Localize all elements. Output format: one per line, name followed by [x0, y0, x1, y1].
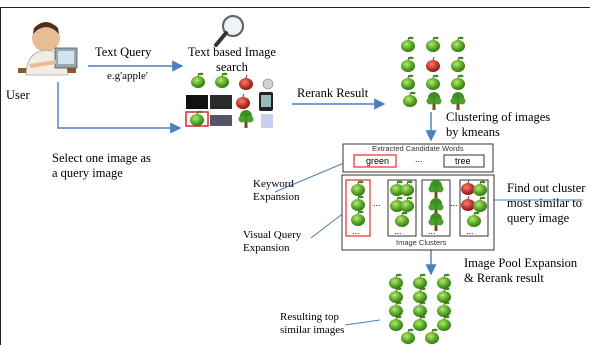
text-search-label-line1: Text based Image: [188, 45, 276, 59]
example-query-label: e.g'apple': [107, 70, 148, 82]
cluster4-ellipsis: ...: [466, 226, 474, 236]
flow-arrows: [57, 60, 437, 276]
word-green-box: [353, 154, 397, 168]
cluster1-ellipsis: ...: [352, 226, 360, 236]
clustering-label-line1: Clustering of images: [446, 110, 551, 124]
cluster2-ellipsis: ...: [394, 226, 402, 236]
user-label: User: [6, 88, 30, 102]
magnifier-icon: [214, 14, 245, 47]
result-thumbnails: [388, 273, 452, 345]
select-image-label-line2: a query image: [52, 166, 123, 180]
user-at-desk-icon: [18, 22, 78, 76]
clusters-box-title: Image Clusters: [396, 238, 447, 247]
find-cluster-label-line1: Find out cluster: [507, 181, 586, 195]
word-ellipsis: ...: [415, 154, 423, 164]
pool-expansion-label-line1: Image Pool Expansion: [464, 256, 578, 270]
pool-expansion-label-line2: & Rerank result: [464, 271, 544, 285]
between-ellipsis-2: ...: [450, 198, 458, 208]
visual-expansion-label-line1: Visual Query: [243, 229, 302, 241]
connector-lines: [274, 162, 583, 326]
keyword-expansion-label-line1: Keyword: [253, 178, 294, 190]
candidate-box-title: Extracted Candidate Words: [372, 144, 464, 153]
text-query-label: Text Query: [95, 45, 152, 59]
clustering-label-line2: by kmeans: [446, 125, 500, 139]
word-tree: tree: [455, 156, 471, 166]
word-tree-box: [443, 154, 485, 168]
text-search-label-line2: search: [216, 60, 248, 74]
search-results-thumbnails: [185, 72, 274, 128]
arrow-select-image: [57, 82, 182, 134]
frame-top-line: [0, 7, 590, 8]
frame-left-line: [0, 7, 1, 345]
resulting-label-line2: similar images: [280, 324, 345, 336]
find-cluster-label-line3: query image: [507, 211, 570, 225]
visual-expansion-label-line2: Expansion: [243, 242, 290, 254]
keyword-expansion-label-line2: Expansion: [253, 191, 300, 203]
rerank-result-label: Rerank Result: [297, 86, 369, 100]
find-cluster-label-line2: most similar to: [507, 196, 582, 210]
candidate-words-box: [342, 143, 494, 173]
cluster3-ellipsis: ...: [428, 226, 436, 236]
clustered-thumbnails: [400, 36, 466, 110]
image-clusters-box: [341, 174, 495, 251]
word-green: green: [366, 156, 390, 166]
between-ellipsis-1: ...: [373, 198, 381, 208]
resulting-label-line1: Resulting top: [280, 311, 339, 323]
select-image-label-line1: Select one image as: [52, 151, 151, 165]
